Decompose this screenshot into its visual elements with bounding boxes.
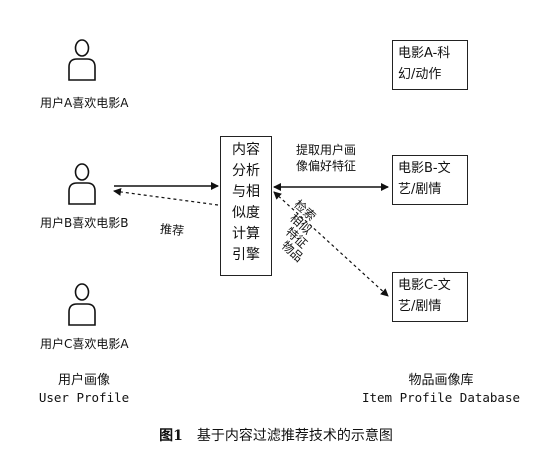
- recommend-label: 推荐: [159, 221, 185, 239]
- item-a-line: 电影A-科: [398, 46, 451, 61]
- item-b-box: 电影B-文 艺/剧情: [392, 155, 468, 205]
- user-c-person-icon: [68, 283, 96, 326]
- engine-line: 分析: [232, 163, 260, 179]
- engine-line: 引擎: [232, 247, 260, 263]
- user-b-person-icon: [68, 163, 96, 205]
- figure-number: 图1: [159, 428, 183, 444]
- user-c-label: 用户C喜欢电影A: [40, 337, 129, 351]
- content-analysis-engine-box: 内容 分析 与相 似度 计算 引擎: [220, 136, 272, 276]
- item-profile-en: Item Profile Database: [361, 390, 521, 405]
- user-profile-en: User Profile: [38, 390, 130, 405]
- figure-caption-text: 基于内容过滤推荐技术的示意图: [196, 428, 393, 444]
- figure-caption: 图1 基于内容过滤推荐技术的示意图: [0, 425, 552, 445]
- extract-label-line: 提取用户画: [296, 143, 357, 157]
- item-profile-title: 物品画像库 Item Profile Database: [346, 372, 536, 406]
- recommend-arrow: [113, 187, 219, 206]
- user-a-label: 用户A喜欢电影A: [40, 96, 129, 110]
- item-c-box: 电影C-文 艺/剧情: [392, 272, 468, 322]
- retrieve-similar-arrow: [273, 191, 389, 297]
- engine-line: 似度: [232, 205, 260, 221]
- item-profile-zh: 物品画像库: [408, 373, 474, 388]
- user-profile-title: 用户画像 User Profile: [24, 372, 144, 406]
- item-b-line: 艺/剧情: [398, 182, 442, 197]
- extract-features-label: 提取用户画 像偏好特征: [296, 142, 356, 174]
- engine-line: 计算: [232, 226, 260, 242]
- extract-label-line: 像偏好特征: [296, 159, 357, 173]
- engine-line: 内容: [232, 142, 260, 158]
- user-b-label: 用户B喜欢电影B: [40, 216, 129, 230]
- user-a-person-icon: [68, 39, 96, 81]
- user-profile-zh: 用户画像: [57, 373, 110, 388]
- item-c-line: 电影C-文: [398, 278, 451, 293]
- item-a-line: 幻/动作: [398, 67, 442, 82]
- item-c-line: 艺/剧情: [398, 299, 442, 314]
- item-b-line: 电影B-文: [398, 161, 451, 176]
- engine-line: 与相: [232, 184, 260, 200]
- item-a-box: 电影A-科 幻/动作: [392, 40, 468, 90]
